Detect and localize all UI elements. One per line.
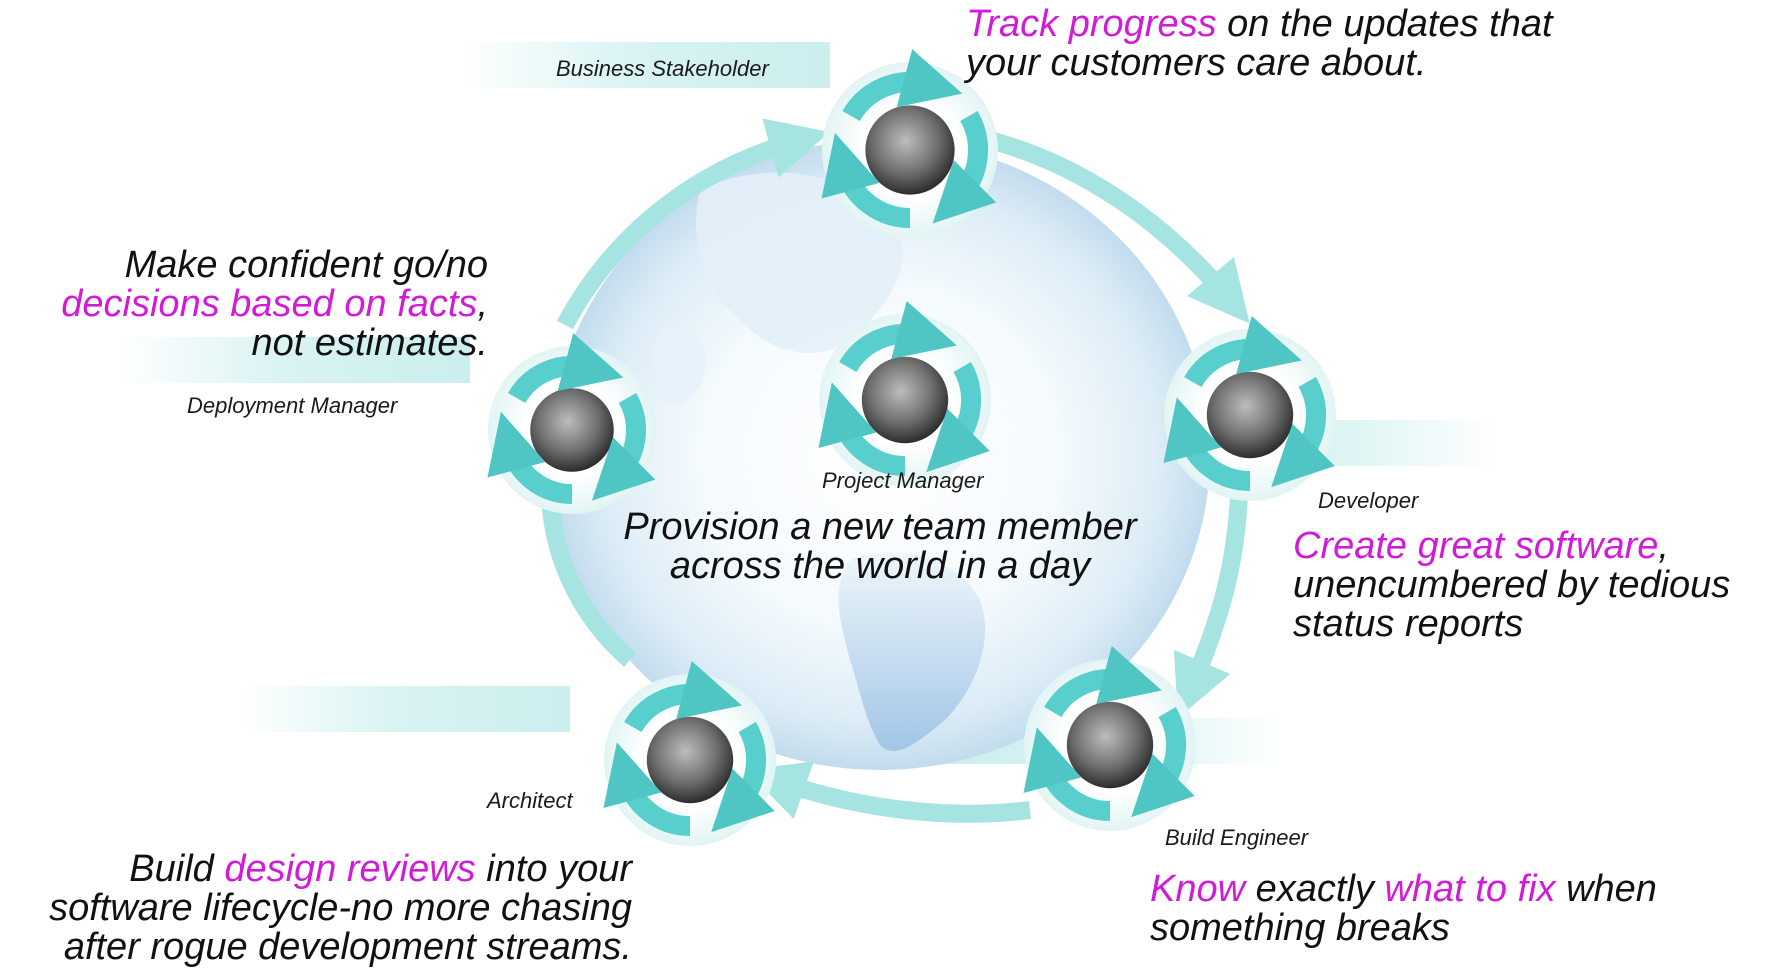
node-project-manager — [818, 301, 991, 486]
flow-arrow-icon — [557, 118, 830, 330]
role-business-stakeholder: Business Stakeholder — [556, 56, 769, 81]
highlight-know: Know — [1150, 868, 1246, 910]
role-architect: Architect — [487, 788, 573, 813]
cycle-arrow-segment — [603, 742, 691, 837]
cycle-arrow-segment — [624, 661, 742, 733]
cycle-arrow-segment — [821, 132, 911, 228]
center-line-1: Provision a new team member — [623, 506, 1137, 548]
person-photo-icon — [1066, 701, 1154, 789]
cycle-arrow-segment — [1023, 727, 1111, 822]
person-photo-icon — [530, 388, 614, 472]
cycle-arrow-segment — [1044, 646, 1162, 718]
highlight-design-reviews: design reviews — [224, 848, 476, 890]
cycle-arrow-segment — [1163, 397, 1251, 492]
node-business-stakeholder — [821, 49, 998, 238]
statement-architect: Build design reviews into your software … — [49, 848, 632, 968]
role-project-manager: Project Manager — [822, 468, 984, 493]
cycle-arrow-segment — [591, 392, 656, 501]
node-architect — [603, 661, 776, 846]
statement-developer: Create great software, unencumbered by t… — [1293, 525, 1731, 645]
statement-build: Know exactly what to fix when something … — [1150, 868, 1657, 949]
cycle-arrow-segment — [1131, 707, 1195, 818]
person-photo-icon — [1206, 371, 1294, 459]
cycle-arrow-segment — [487, 411, 573, 504]
flow-arrow-icon — [746, 761, 1032, 823]
cycle-arrow-segment — [926, 362, 990, 473]
cycle-arrows-icon — [603, 661, 775, 837]
person-photo-icon — [865, 105, 955, 195]
center-statement: Provision a new team member across the w… — [600, 508, 1160, 586]
cycle-arrow-segment — [818, 382, 906, 477]
highlight-what-to-fix: what to fix — [1384, 868, 1556, 910]
cycle-arrow-segment — [932, 111, 997, 224]
cycle-arrows-icon — [821, 49, 997, 228]
person-photo-icon — [646, 716, 734, 804]
cycle-arrow-segment — [711, 722, 775, 833]
highlight-create-software: Create great software — [1293, 525, 1659, 567]
center-line-2: across the world in a day — [669, 545, 1091, 587]
ribbon-deployment-manager — [120, 337, 470, 383]
role-developer: Developer — [1318, 488, 1419, 513]
flow-arrow-icon — [987, 131, 1250, 324]
statement-business: Track progress on the updates that your … — [966, 3, 1553, 84]
person-nodes — [487, 49, 1336, 846]
cycle-arrow-segment — [1184, 316, 1302, 388]
cycle-arrow-segment — [1271, 377, 1335, 488]
person-photo-icon — [861, 356, 949, 444]
statement-deployment: Make confident go/no decisions based on … — [61, 244, 488, 364]
highlight-decisions: decisions based on facts — [61, 283, 478, 325]
cycle-arrows-icon — [1163, 316, 1335, 492]
cycle-arrow-segment — [839, 301, 957, 373]
ribbon-business-stakeholder — [460, 42, 830, 88]
cycle-arrow-segment — [507, 333, 624, 404]
cycle-arrow-segment — [842, 49, 963, 122]
highlight-track-progress: Track progress — [966, 3, 1217, 45]
role-deployment-manager: Deployment Manager — [187, 393, 398, 418]
node-developer — [1163, 316, 1336, 501]
ribbon-architect — [240, 686, 570, 732]
role-build-engineer: Build Engineer — [1165, 825, 1309, 850]
node-build-engineer — [1023, 646, 1196, 831]
cycle-arrows-icon — [487, 333, 656, 504]
cycle-arrows-icon — [1023, 646, 1195, 822]
cycle-arrows-icon — [818, 301, 990, 477]
node-deployment-manager — [487, 333, 656, 514]
